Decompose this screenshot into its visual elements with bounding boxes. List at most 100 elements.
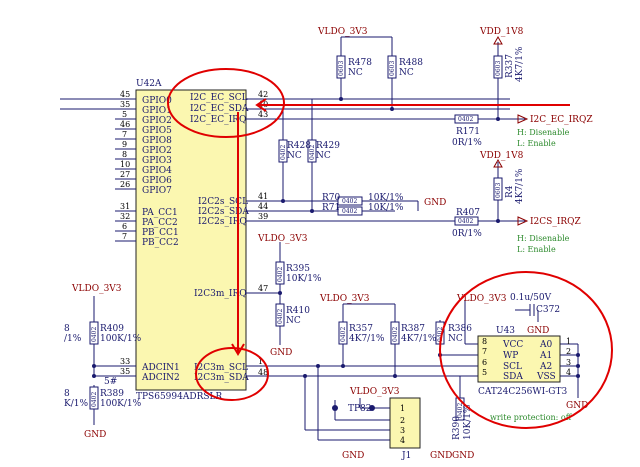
net-label-cs-irq: I2CS_IRQZ bbox=[530, 217, 581, 227]
res-val-vertical: 4K7/1% bbox=[515, 168, 525, 204]
pin-number: 45 bbox=[120, 90, 130, 99]
res-ref: R428 bbox=[287, 141, 311, 151]
pin-label: GPIO3 bbox=[142, 156, 172, 166]
res-ref: R357 bbox=[349, 324, 373, 334]
ic-u42a-left-pin-numbers: 45 35 5 46 7 9 8 10 27 26 31 32 6 7 33 3… bbox=[120, 90, 130, 376]
connector-j1-body[interactable] bbox=[389, 397, 421, 449]
footprint-tag-vertical: 0402 bbox=[392, 327, 399, 342]
res-val: 10K/1% bbox=[286, 274, 322, 284]
res-val: 100K/1% bbox=[100, 399, 142, 409]
pin-label: GPIO7 bbox=[142, 186, 172, 196]
power-vldo: VLDO_3V3 bbox=[317, 27, 368, 37]
footprint-tag-vertical: 0402 bbox=[309, 145, 316, 160]
gnd-labels: GND GND GND GND GND GND GND GND bbox=[84, 198, 588, 461]
pin-label: I2C_EC_IRQ bbox=[190, 115, 246, 125]
footprint-tag-vertical: 0603 bbox=[495, 183, 502, 198]
pin-label: GPIO8 bbox=[142, 136, 172, 146]
res-val: NC bbox=[316, 151, 331, 161]
power-vldo: VLDO_3V3 bbox=[456, 294, 507, 304]
pin-number: 47 bbox=[258, 284, 268, 293]
pin-number: 5 bbox=[122, 110, 127, 119]
res-val-vertical: 4K7/1% bbox=[515, 46, 525, 82]
ic-u42a-ref: U42A bbox=[136, 79, 162, 89]
res-val: 0R/1% bbox=[452, 138, 482, 148]
pin-number: 44 bbox=[258, 202, 268, 211]
power-vldo: VLDO_3V3 bbox=[257, 234, 308, 244]
pin-number: 2 bbox=[566, 347, 571, 356]
pin-label: SDA bbox=[503, 372, 523, 382]
res-ref: R410 bbox=[286, 306, 310, 316]
cap-val: 0.1u/50V bbox=[510, 293, 552, 303]
res-val-vertical: 10K/1% bbox=[463, 404, 473, 440]
pin-label: I2C_EC_SCL bbox=[190, 93, 248, 103]
partial-text: 5# bbox=[104, 377, 117, 387]
ic-u43-ref: U43 bbox=[496, 326, 515, 336]
pin-label: I2C3m_IRQ bbox=[194, 289, 247, 299]
res-ref: R478 bbox=[348, 58, 372, 68]
power-vldo: VLDO_3V3 bbox=[349, 387, 400, 397]
pin-number: 4 bbox=[400, 436, 405, 445]
ic-u42a-left-pins: GPIO0 GPIO1 GPIO2 GPIO5 GPIO8 GPIO2 GPIO… bbox=[141, 96, 180, 383]
pin-number: 31 bbox=[120, 202, 130, 211]
gnd-label: GND bbox=[270, 348, 292, 358]
res-val: 0R/1% bbox=[452, 229, 482, 239]
power-vldo: VLDO_3V3 bbox=[71, 284, 122, 294]
pin-label: SCL bbox=[503, 362, 522, 372]
gnd-label: GND bbox=[527, 326, 549, 336]
footprint-tag-vertical: 0402 bbox=[91, 392, 98, 407]
pin-label: A0 bbox=[539, 340, 552, 350]
gnd-label: GND bbox=[430, 451, 452, 461]
pin-number: 46 bbox=[120, 120, 130, 129]
partial-text: K/1% bbox=[64, 399, 88, 409]
pin-number: 10 bbox=[120, 160, 130, 169]
res-ref-vertical: R390 bbox=[452, 416, 462, 440]
connector-j1-ref: J1 bbox=[401, 451, 411, 461]
pin-label: I2C3m_SCL bbox=[194, 363, 248, 373]
ic-u42a-part: TPS65994ADRSLR bbox=[136, 392, 222, 402]
res-ref: R395 bbox=[286, 264, 310, 274]
res-val: 100K/1% bbox=[100, 334, 142, 344]
pin-label: GPIO2 bbox=[142, 116, 172, 126]
ic-u43-body[interactable] bbox=[477, 335, 561, 383]
partial-text: /1% bbox=[64, 334, 82, 344]
cap-ref: C372 bbox=[536, 305, 560, 315]
res-ref: R70 bbox=[322, 193, 341, 203]
ic-u42a-body[interactable] bbox=[135, 89, 247, 391]
ic-u43-part: CAT24C256WI-GT3 bbox=[478, 387, 567, 397]
pin-label: I2C2s_SCL bbox=[198, 197, 248, 207]
pin-label: WP bbox=[503, 351, 518, 361]
pin-number: 7 bbox=[482, 347, 487, 356]
pin-label: PA_CC1 bbox=[142, 208, 178, 218]
net-arrow bbox=[517, 114, 529, 124]
note-l: L: Enable bbox=[517, 245, 556, 254]
pin-label: PB_CC1 bbox=[142, 228, 179, 238]
pin-label: VSS bbox=[536, 372, 556, 382]
pin-label: GPIO0 bbox=[142, 96, 172, 106]
pin-number: 41 bbox=[258, 192, 268, 201]
ic-u43-pins: VCC WP SCL SDA A0 A1 A2 VSS 8 7 6 5 1 2 … bbox=[482, 337, 571, 382]
footprint-tag: 0402 bbox=[458, 218, 473, 225]
pin-number: 35 bbox=[120, 100, 130, 109]
testpoint-label: TP82 bbox=[348, 404, 372, 414]
res-val: NC bbox=[286, 316, 301, 326]
pin-label: GPIO4 bbox=[142, 166, 172, 176]
pin-number: 1 bbox=[566, 337, 571, 346]
resistor-bodies bbox=[89, 55, 503, 421]
footprint-tag-vertical: 0402 bbox=[91, 327, 98, 342]
pin-number: 2 bbox=[400, 416, 405, 425]
res-ref: R407 bbox=[456, 208, 480, 218]
footprint-tag-vertical: 0402 bbox=[277, 267, 284, 282]
gnd-label: GND bbox=[342, 451, 364, 461]
res-ref-vertical: R337 bbox=[505, 54, 515, 78]
net-label-ec-irq: I2C_EC_IRQZ bbox=[530, 115, 593, 125]
res-ref: R429 bbox=[316, 141, 340, 151]
pin-number: 6 bbox=[482, 358, 487, 367]
pin-number: 35 bbox=[120, 367, 130, 376]
gnd-label: GND bbox=[452, 451, 474, 461]
footprint-tag-vertical: 0402 bbox=[457, 403, 464, 418]
pin-number: 43 bbox=[258, 110, 268, 119]
annotation-circles bbox=[167, 68, 613, 429]
power-vdd: VDD_1V8 bbox=[479, 27, 524, 37]
junction-dots bbox=[92, 97, 580, 411]
pin-number: 1 bbox=[258, 357, 263, 366]
